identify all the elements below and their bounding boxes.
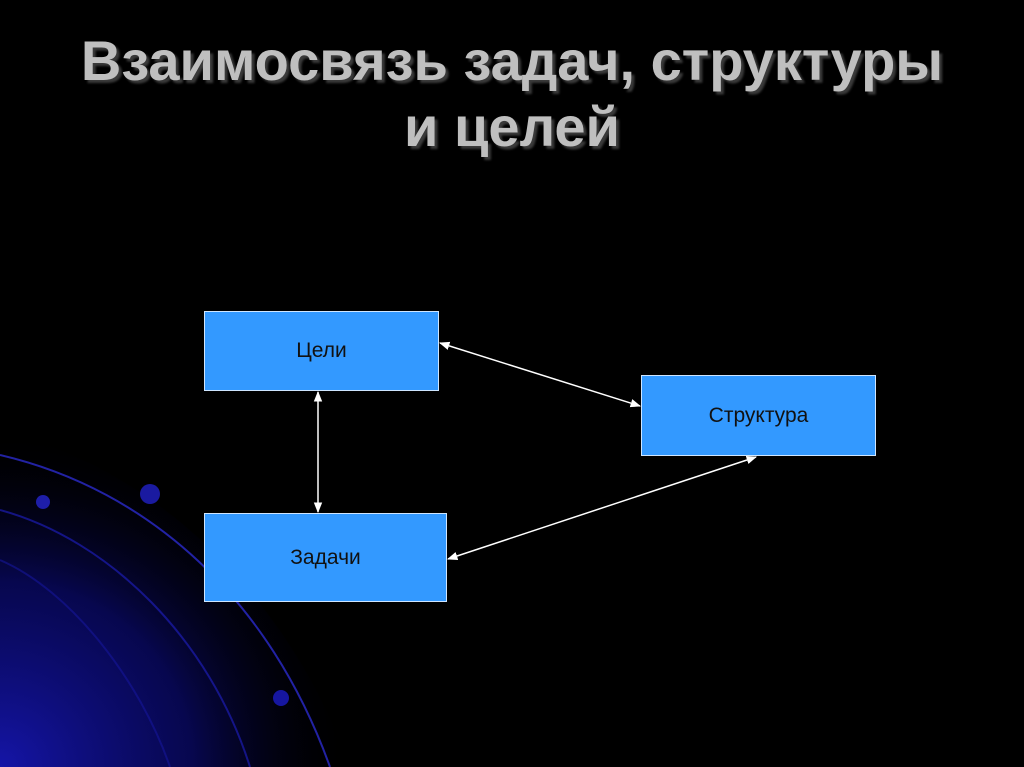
node-tasks: Задачи	[204, 513, 447, 602]
decor-dot	[273, 690, 289, 706]
node-goals-label: Цели	[296, 339, 347, 362]
decor-dot	[36, 495, 50, 509]
slide-title: Взаимосвязь задач, структуры и целей	[0, 28, 1024, 160]
node-structure: Структура	[641, 375, 876, 456]
node-tasks-label: Задачи	[290, 545, 361, 569]
decor-arc-3	[0, 559, 171, 767]
decor-dot	[140, 484, 160, 504]
node-goals: Цели	[204, 311, 439, 391]
decor-arc-2	[0, 509, 251, 767]
slide-title-line-2: и целей	[404, 95, 620, 158]
decor-arc-1	[0, 454, 331, 767]
slide-title-line-1: Взаимосвязь задач, структуры	[80, 29, 944, 92]
node-structure-label: Структура	[708, 403, 809, 427]
decor-glow	[0, 430, 350, 767]
